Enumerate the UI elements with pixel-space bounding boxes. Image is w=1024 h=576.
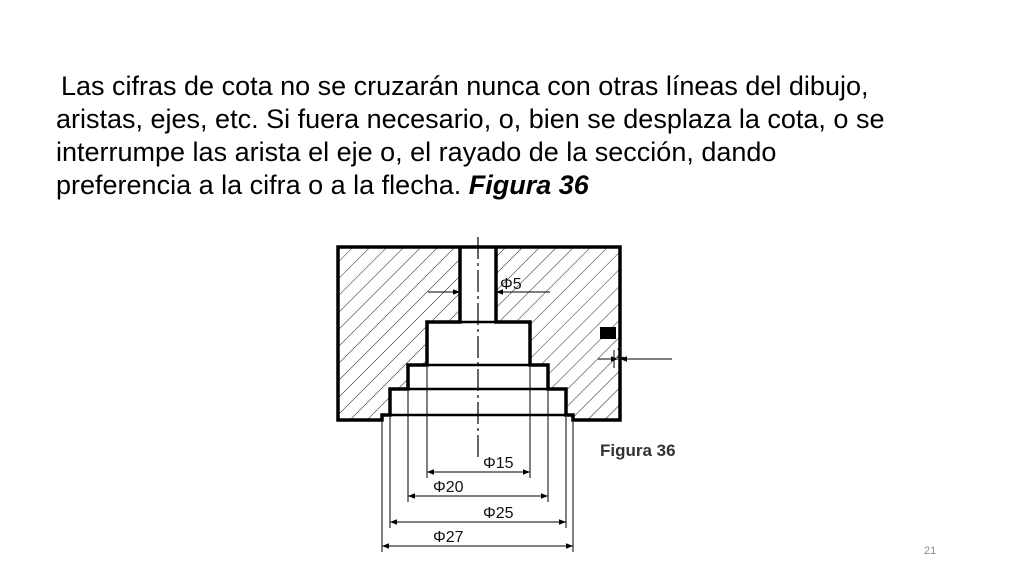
dimension-d27-label: Φ27 bbox=[433, 529, 464, 546]
figure-caption: Figura 36 bbox=[600, 441, 676, 460]
paragraph-line-2: aristas, ejes, etc. Si fuera necesario, … bbox=[56, 104, 885, 134]
mark-block-icon bbox=[600, 327, 616, 339]
dimension-d5-label: Φ5 bbox=[500, 276, 522, 293]
paragraph-line-4: preferencia a la cifra o a la flecha. Fi… bbox=[56, 169, 996, 202]
dimension-d1-label: 1 bbox=[616, 345, 625, 362]
dimension-d15: Φ15 bbox=[427, 455, 530, 475]
dimension-d25: Φ25 bbox=[390, 505, 566, 525]
dimension-d5: Φ5 bbox=[428, 276, 550, 295]
extension-lines bbox=[381, 367, 574, 552]
figure-reference: Figura 36 bbox=[468, 170, 589, 200]
paragraph-line-1: Las cifras de cota no se cruzarán nunca … bbox=[61, 71, 869, 101]
dimension-d20-label: Φ20 bbox=[433, 479, 464, 496]
dimension-d27: Φ27 bbox=[382, 529, 573, 549]
dimension-d20: Φ20 bbox=[408, 479, 548, 499]
page-number: 21 bbox=[924, 545, 937, 557]
dimension-d1: 1 bbox=[598, 327, 672, 368]
technical-drawing: Φ5 1 Φ15 Φ20 Φ25 Φ27 bbox=[336, 237, 672, 552]
dimension-d15-label: Φ15 bbox=[483, 455, 514, 472]
body-paragraph: Las cifras de cota no se cruzarán nunca … bbox=[56, 70, 996, 202]
paragraph-line-3: interrumpe las arista el eje o, el rayad… bbox=[56, 137, 777, 167]
paragraph-line-4-text: preferencia a la cifra o a la flecha. bbox=[56, 170, 469, 200]
dimension-d25-label: Φ25 bbox=[483, 505, 514, 522]
hatched-section bbox=[338, 247, 620, 420]
